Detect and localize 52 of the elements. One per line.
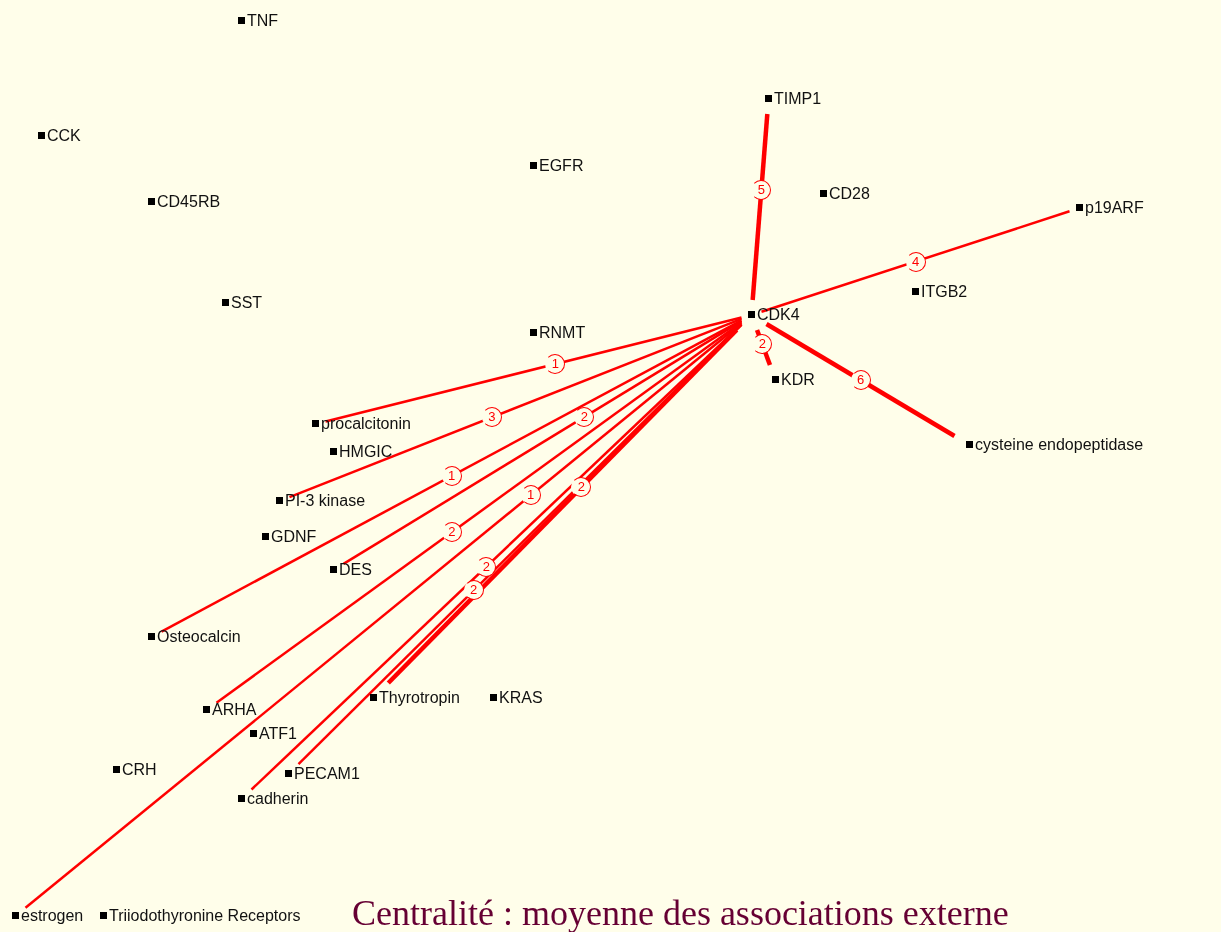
gene-label: CRH [113, 761, 157, 779]
association-line [765, 322, 956, 438]
edge-label: 3 [481, 407, 502, 428]
gene-label: RNMT [530, 324, 586, 342]
gene-label: p19ARF [1076, 199, 1144, 217]
association-line [215, 321, 743, 704]
association-line [386, 328, 739, 685]
gene-label: PI-3 kinase [276, 492, 366, 510]
gene-label: HMGIC [330, 443, 393, 461]
edge-label: 2 [441, 522, 462, 543]
gene-label: KDR [772, 371, 815, 389]
edge-label: 1 [545, 354, 566, 375]
gene-label: procalcitonin [312, 415, 411, 433]
association-line [289, 317, 742, 499]
edge-label: 2 [574, 407, 595, 427]
caption: Centralité : moyenne des associations externe [352, 893, 1009, 932]
association-line [160, 319, 743, 633]
association-line [750, 113, 770, 301]
edge-label: 6 [850, 370, 871, 390]
gene-label: GDNF [262, 528, 317, 546]
gene-label: CD45RB [148, 193, 221, 211]
edge-label: 2 [571, 477, 592, 498]
gene-label: estrogen [12, 907, 84, 925]
association-line [761, 210, 1070, 313]
edge-label: 1 [520, 485, 541, 506]
edge-label: 2 [752, 334, 773, 355]
gene-label: CDK4 [748, 306, 800, 324]
gene-label: TNF [238, 12, 279, 30]
gene-label: Thyrotropin [370, 689, 460, 707]
gene-label: Osteocalcin [148, 628, 241, 646]
gene-label: ITGB2 [912, 283, 968, 301]
edge-label: 1 [441, 466, 462, 486]
gene-label: EGFR [530, 157, 584, 175]
gene-label: CCK [38, 127, 81, 145]
gene-label: CD28 [820, 185, 870, 203]
gene-label: ARHA [203, 701, 257, 719]
edge-label: 5 [751, 179, 772, 200]
gene-label: DES [330, 561, 372, 579]
gene-label: ATF1 [250, 725, 297, 743]
gene-label: TIMP1 [765, 90, 822, 108]
gene-label: KRAS [490, 689, 543, 707]
edge-label: 4 [905, 251, 926, 272]
gene-label: Triiodothyronine Receptors [100, 907, 301, 925]
edge-label: 2 [476, 556, 497, 577]
gene-label: cadherin [238, 790, 309, 808]
association-line [325, 316, 742, 423]
association-line [24, 322, 743, 909]
gene-label: cysteine endopeptidase [966, 436, 1144, 454]
association-line [342, 320, 743, 565]
gene-label: PECAM1 [285, 765, 360, 783]
edge-label: 2 [463, 580, 484, 601]
gene-label: SST [222, 294, 263, 312]
